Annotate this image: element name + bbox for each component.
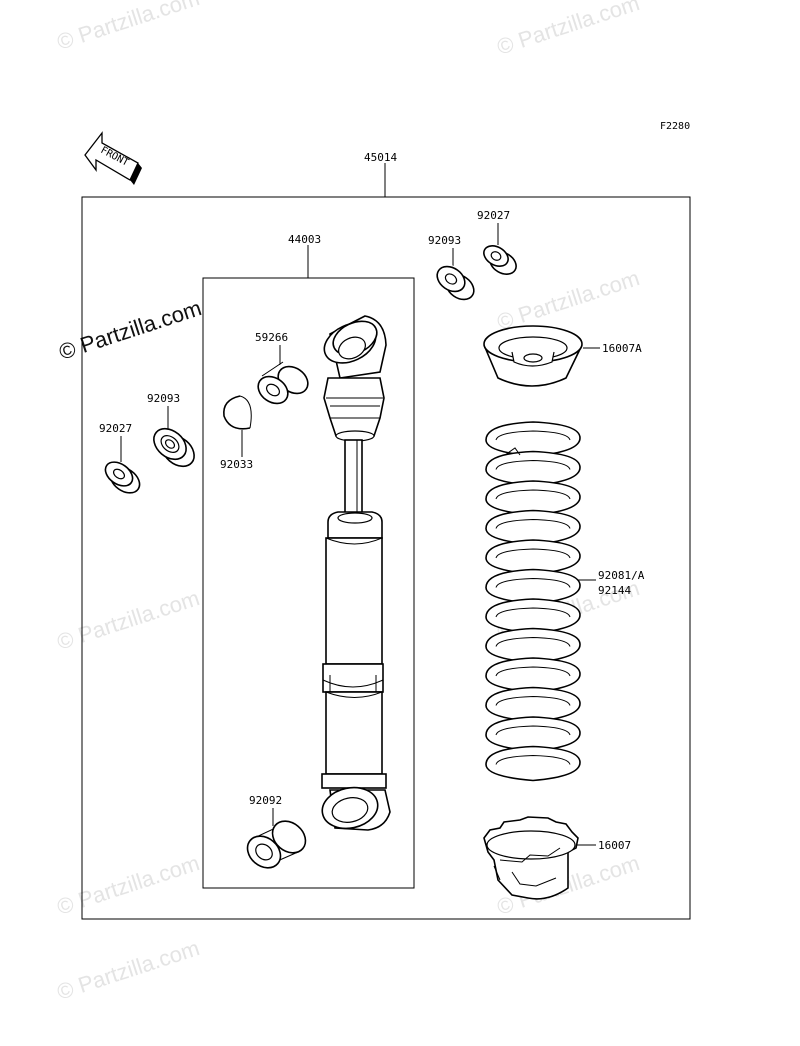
spring-coil	[485, 686, 581, 723]
bushing-bottom-part	[246, 820, 307, 869]
spring-seat-part	[483, 325, 583, 387]
watermark: © Partzilla.com	[54, 0, 203, 55]
spring-coil-inner	[495, 666, 571, 677]
collar-top-part	[483, 245, 517, 275]
spring-coil-inner	[495, 577, 571, 588]
washer-left-part	[153, 427, 195, 468]
callout-bushing-top: 59266	[255, 331, 288, 344]
callout-adjuster-nut: 16007	[598, 839, 631, 852]
callout-spring-a: 92081/A	[598, 569, 645, 582]
spring-coil-inner	[495, 754, 571, 765]
callout-spring-seat: 16007A	[602, 342, 642, 355]
watermark-dark: © Partzilla.com	[56, 295, 205, 365]
spring-end	[504, 447, 521, 456]
collar-left-part	[104, 461, 141, 494]
callout-washer-left: 92093	[147, 392, 180, 405]
spring-coil	[485, 657, 581, 693]
watermark: © Partzilla.com	[54, 935, 203, 1005]
bushing-top-part	[257, 361, 309, 405]
spring-coil-inner	[495, 725, 571, 736]
callout-assembly: 45014	[364, 151, 397, 164]
washer-top-part	[436, 265, 477, 301]
spring-coil	[485, 421, 581, 457]
assembly-frame	[81, 196, 691, 920]
spring-coil-inner	[495, 636, 571, 647]
watermark: © Partzilla.com	[54, 585, 203, 655]
callout-circlip: 92033	[220, 458, 253, 471]
adjuster-nut-part	[483, 816, 579, 900]
callout-bushing-bottom: 92092	[249, 794, 282, 807]
spring-coil-inner	[495, 459, 571, 470]
front-arrow-icon: FRONT	[84, 131, 142, 185]
circlip-part	[223, 395, 252, 430]
spring-coil-inner	[495, 489, 571, 500]
coil-spring-part	[485, 421, 581, 782]
watermark: © Partzilla.com	[54, 850, 203, 920]
spring-coil-inner	[495, 430, 571, 441]
callout-spring-b: 92144	[598, 584, 631, 597]
callout-shock-body: 44003	[288, 233, 321, 246]
spring-coil-inner	[495, 695, 571, 706]
spring-coil-inner	[495, 548, 571, 559]
spring-coil	[485, 627, 581, 664]
spring-coil	[485, 450, 581, 487]
spring-coil	[485, 598, 581, 634]
spring-coil-inner	[495, 607, 571, 618]
watermark: © Partzilla.com	[494, 265, 643, 335]
shock-absorber-part	[321, 315, 391, 831]
figure-code: F2280	[660, 121, 690, 132]
watermark: © Partzilla.com	[494, 0, 643, 60]
spring-coil	[485, 716, 581, 752]
spring-coil-inner	[495, 518, 571, 529]
callout-collar-top: 92027	[477, 209, 510, 222]
spring-coil	[485, 480, 581, 516]
callout-washer-top: 92093	[428, 234, 461, 247]
spring-coil	[485, 509, 581, 546]
callout-collar-left: 92027	[99, 422, 132, 435]
spring-coil	[485, 745, 581, 782]
spring-coil	[485, 568, 581, 605]
spring-coil	[485, 539, 581, 575]
